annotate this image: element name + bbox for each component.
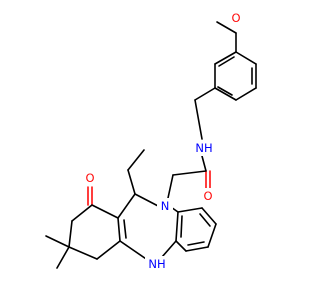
c3-c4-bond	[68, 246, 98, 260]
c2-c3-bond	[68, 220, 73, 248]
methyl-bond-1	[45, 235, 70, 248]
benzo-bond-1	[177, 207, 203, 213]
co-ch2-bond	[172, 170, 207, 176]
benzo-bond-3	[207, 223, 217, 248]
ring-a-bond-3	[235, 87, 257, 101]
ring-a-bond-6	[214, 51, 237, 65]
ring-a-bond-4	[214, 87, 237, 101]
ring-fusion-bond	[117, 217, 121, 242]
n-c11-bond	[134, 193, 161, 208]
ring-a-bond-1	[235, 51, 257, 65]
benzo-fusion-bond	[175, 211, 179, 242]
molecule-canvas: O NH O N O NH	[45, 10, 257, 272]
methoxy-oxygen-label: O	[231, 11, 240, 25]
nh-co-bond	[201, 155, 207, 172]
cyclohexenone-ring	[68, 186, 121, 260]
amide-linker	[167, 87, 216, 199]
benzo-double-1	[199, 213, 211, 227]
benzo-ring	[175, 207, 217, 252]
c4-c4a-bond	[96, 240, 121, 260]
ring-a-double-2	[217, 86, 233, 96]
ethyl-bond-1	[127, 169, 136, 195]
ethyl-bond-2	[127, 149, 145, 171]
gem-dimethyl	[45, 235, 70, 269]
ring-fusion-double	[123, 219, 127, 239]
ketone-oxygen-label: O	[85, 171, 94, 185]
methyl-bond-2	[56, 246, 70, 269]
ethyl-group	[127, 149, 145, 195]
atom-labels: O NH O N O NH	[82, 10, 244, 272]
c11a-c1-bond	[91, 204, 119, 219]
methoxy-group	[216, 21, 237, 53]
amide-oxygen-label: O	[203, 189, 212, 203]
ch2-n-bond	[167, 174, 174, 199]
methoxyphenyl-ring	[214, 51, 257, 101]
methoxy-ch3-bond	[216, 21, 237, 34]
aryl-ch2-bond	[194, 87, 216, 101]
benzo-bond-2	[201, 207, 217, 225]
ring-nh-label: NH	[148, 257, 165, 271]
c1-c2-bond	[71, 204, 93, 222]
benzo-bond-5	[175, 240, 187, 252]
c11-c-bond	[117, 193, 136, 219]
ring-a-double-3	[218, 56, 235, 67]
benzo-double-3	[180, 215, 183, 238]
benzo-double-2	[187, 241, 205, 246]
nh-benzo-bond	[161, 240, 177, 258]
molecule-structure: O NH O N O NH	[45, 10, 257, 272]
benzo-bond-4	[185, 246, 209, 252]
amide-nh-label: NH	[195, 141, 212, 155]
ch2-nh-bond	[194, 99, 203, 140]
ring-nitrogen-label: N	[161, 199, 170, 213]
